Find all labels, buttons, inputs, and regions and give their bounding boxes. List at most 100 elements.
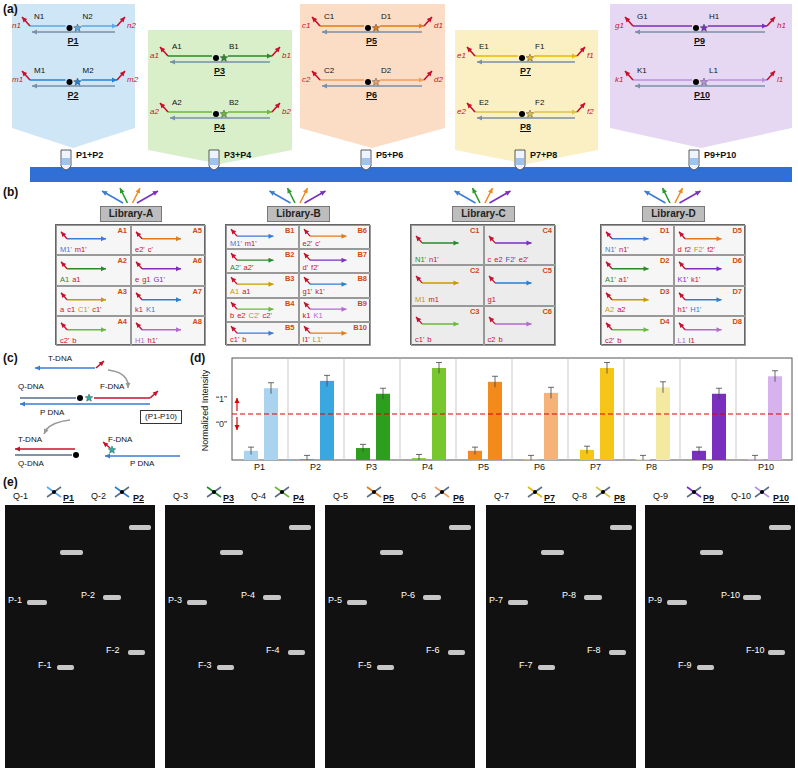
arrow-head [176,236,181,241]
probe-icon [687,487,701,497]
strand-label: b [427,336,431,344]
strand-line [416,317,422,324]
strand-label: M1' [230,240,242,248]
arrow-head [32,30,37,35]
error-cap [548,387,554,388]
gel-band [449,525,471,530]
strand-line [142,268,181,269]
strand-label: A1' [605,276,616,284]
strand-line [228,55,272,57]
group-divider [568,358,569,460]
strand-line [160,103,168,112]
arrow-head [341,306,346,311]
intensity-bar [768,376,782,460]
probe-icon [596,487,610,497]
cell-label-row: M1m1 [415,296,439,304]
cell-id: D4 [660,318,670,326]
error-cap [436,362,442,363]
arrow-head [235,398,240,403]
strand-line [685,268,722,269]
strand-line [310,308,347,309]
band-label: F-6 [426,646,440,655]
arrow-head [679,322,684,327]
strand-line [67,329,106,330]
mix-label: P1+P2 [76,151,103,160]
strand-label: g1 [142,276,150,284]
tube-rack [30,167,792,182]
arrow-head [269,234,274,239]
arrow-head [635,30,640,35]
arrow-head [61,322,66,327]
domain-label: d1 [434,22,443,30]
strand-label: f2 [685,246,691,254]
axis-tick: P6 [534,463,545,472]
cell-id: D7 [732,288,742,296]
library-cell: c1'bB5 [226,322,299,346]
cell-id: C4 [542,227,552,235]
arrow-head [341,282,346,287]
band-label: P-10 [721,591,740,600]
cell-label-row: c2'b [60,337,77,345]
cell-id: C1 [470,227,480,235]
arrow-head [341,234,346,239]
cell-label-row: L1l1 [678,337,695,345]
strand-label: k1' [691,276,700,284]
strand-line [473,188,481,203]
strand-line [490,191,511,203]
error-cap [304,455,310,456]
arrow-head [303,188,308,194]
cell-label-row: df2F2'f2' [678,246,715,254]
strand-line [489,317,495,324]
test-tube [61,150,71,170]
strand-line [577,47,585,56]
band-label: P-1 [8,596,22,605]
lane-label: Q-7 [494,492,509,501]
lane-label: Q-2 [91,492,106,501]
strand-label: c1' [230,336,239,344]
strand-label: e [135,276,139,284]
cell-id: B9 [357,300,367,308]
cell-label-row: A2a2 [605,306,626,314]
library-cell: K1'k1'D6 [674,255,747,285]
quencher-dot [120,490,124,494]
gel-band [448,650,465,655]
cell-label-row: A2'a2' [230,264,253,272]
strand-line [304,278,310,285]
logic-value: “0” [216,420,227,429]
strand-label: f2' [707,246,715,254]
arrow-head [275,103,280,108]
strand-line [320,25,364,27]
gel-band [667,600,687,605]
lane-label: P7 [544,494,555,503]
gel-band [541,550,564,555]
reaction-arrow [108,370,128,384]
strand-label: b [498,336,502,344]
strand-line [170,61,270,62]
strand-label: f2' [311,264,319,272]
cell-id: A8 [192,318,202,326]
arrow-head [136,322,141,327]
axis-tick: P1 [254,463,265,472]
strand-line [231,302,237,309]
error-cap [640,455,646,456]
strand-line [237,308,274,309]
strand-label: a1 [242,288,250,296]
strand-line [120,188,128,203]
cell-label-row: N1'n1' [415,256,439,264]
tube-liquid [516,158,524,165]
arrow-head [625,17,630,22]
arrow-head [20,402,25,407]
fluorophore-star [526,110,534,117]
fluorophore-star [74,24,82,31]
arrow-head [105,454,110,459]
cell-label-row: K1'k1' [678,276,701,284]
arrow-head [312,17,317,22]
gel-band [217,665,234,670]
arrow-head [269,330,274,335]
group-divider [512,358,513,460]
arrow-head [341,258,346,263]
gel-image [5,505,155,768]
fluorophore-star [220,54,228,61]
strand-label: g1 [488,296,496,304]
strand-line [635,31,765,32]
